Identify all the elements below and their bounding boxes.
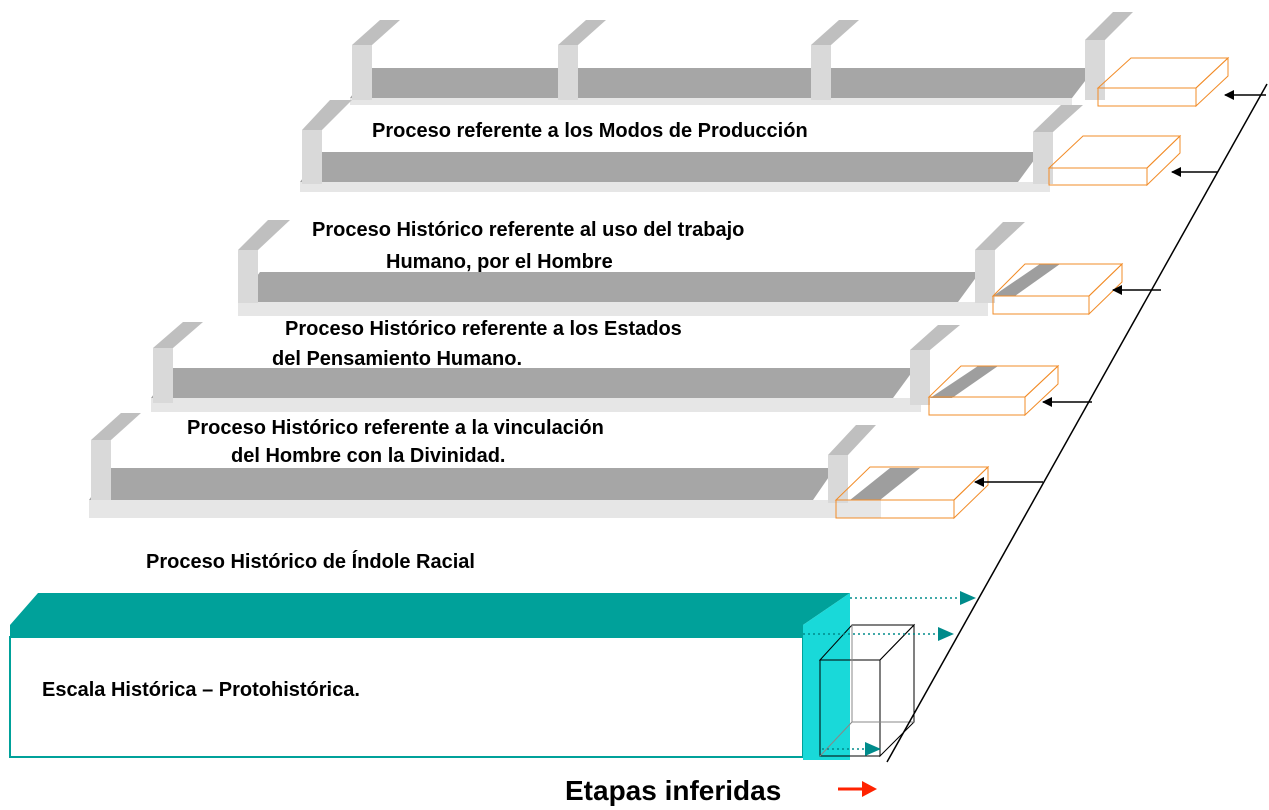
label-pensamiento-line1: Proceso Histórico referente a los Estado… [285, 318, 682, 340]
shelf-top [350, 12, 1133, 105]
label-divinidad-line1: Proceso Histórico referente a la vincula… [187, 417, 604, 439]
red-arrow [838, 781, 877, 797]
label-escala: Escala Histórica – Protohistórica. [42, 679, 360, 701]
label-pensamiento-line2: del Pensamiento Humano. [272, 348, 522, 370]
teal-arrows [803, 591, 976, 756]
label-divinidad-line2: del Hombre con la Divinidad. [231, 445, 506, 467]
orange-box-4 [927, 364, 1060, 417]
label-trabajo-line2: Humano, por el Hombre [386, 251, 613, 273]
shelf-3 [238, 220, 1060, 316]
orange-box-2 [1047, 134, 1182, 187]
black-arrows [974, 90, 1266, 487]
timeline-diagonal [886, 83, 1268, 763]
label-racial: Proceso Histórico de Índole Racial [146, 550, 475, 573]
escala-block [9, 593, 850, 760]
label-trabajo-line1: Proceso Histórico referente al uso del t… [312, 219, 744, 241]
orange-box-5 [834, 465, 990, 520]
orange-box-3 [991, 262, 1124, 316]
label-etapas: Etapas inferidas [565, 775, 781, 806]
orange-box-1 [1096, 56, 1230, 108]
shelf-2 [300, 100, 1083, 192]
shelf-4 [151, 322, 998, 412]
shelf-5 [89, 413, 920, 518]
label-modos-produccion: Proceso referente a los Modos de Producc… [372, 120, 808, 142]
